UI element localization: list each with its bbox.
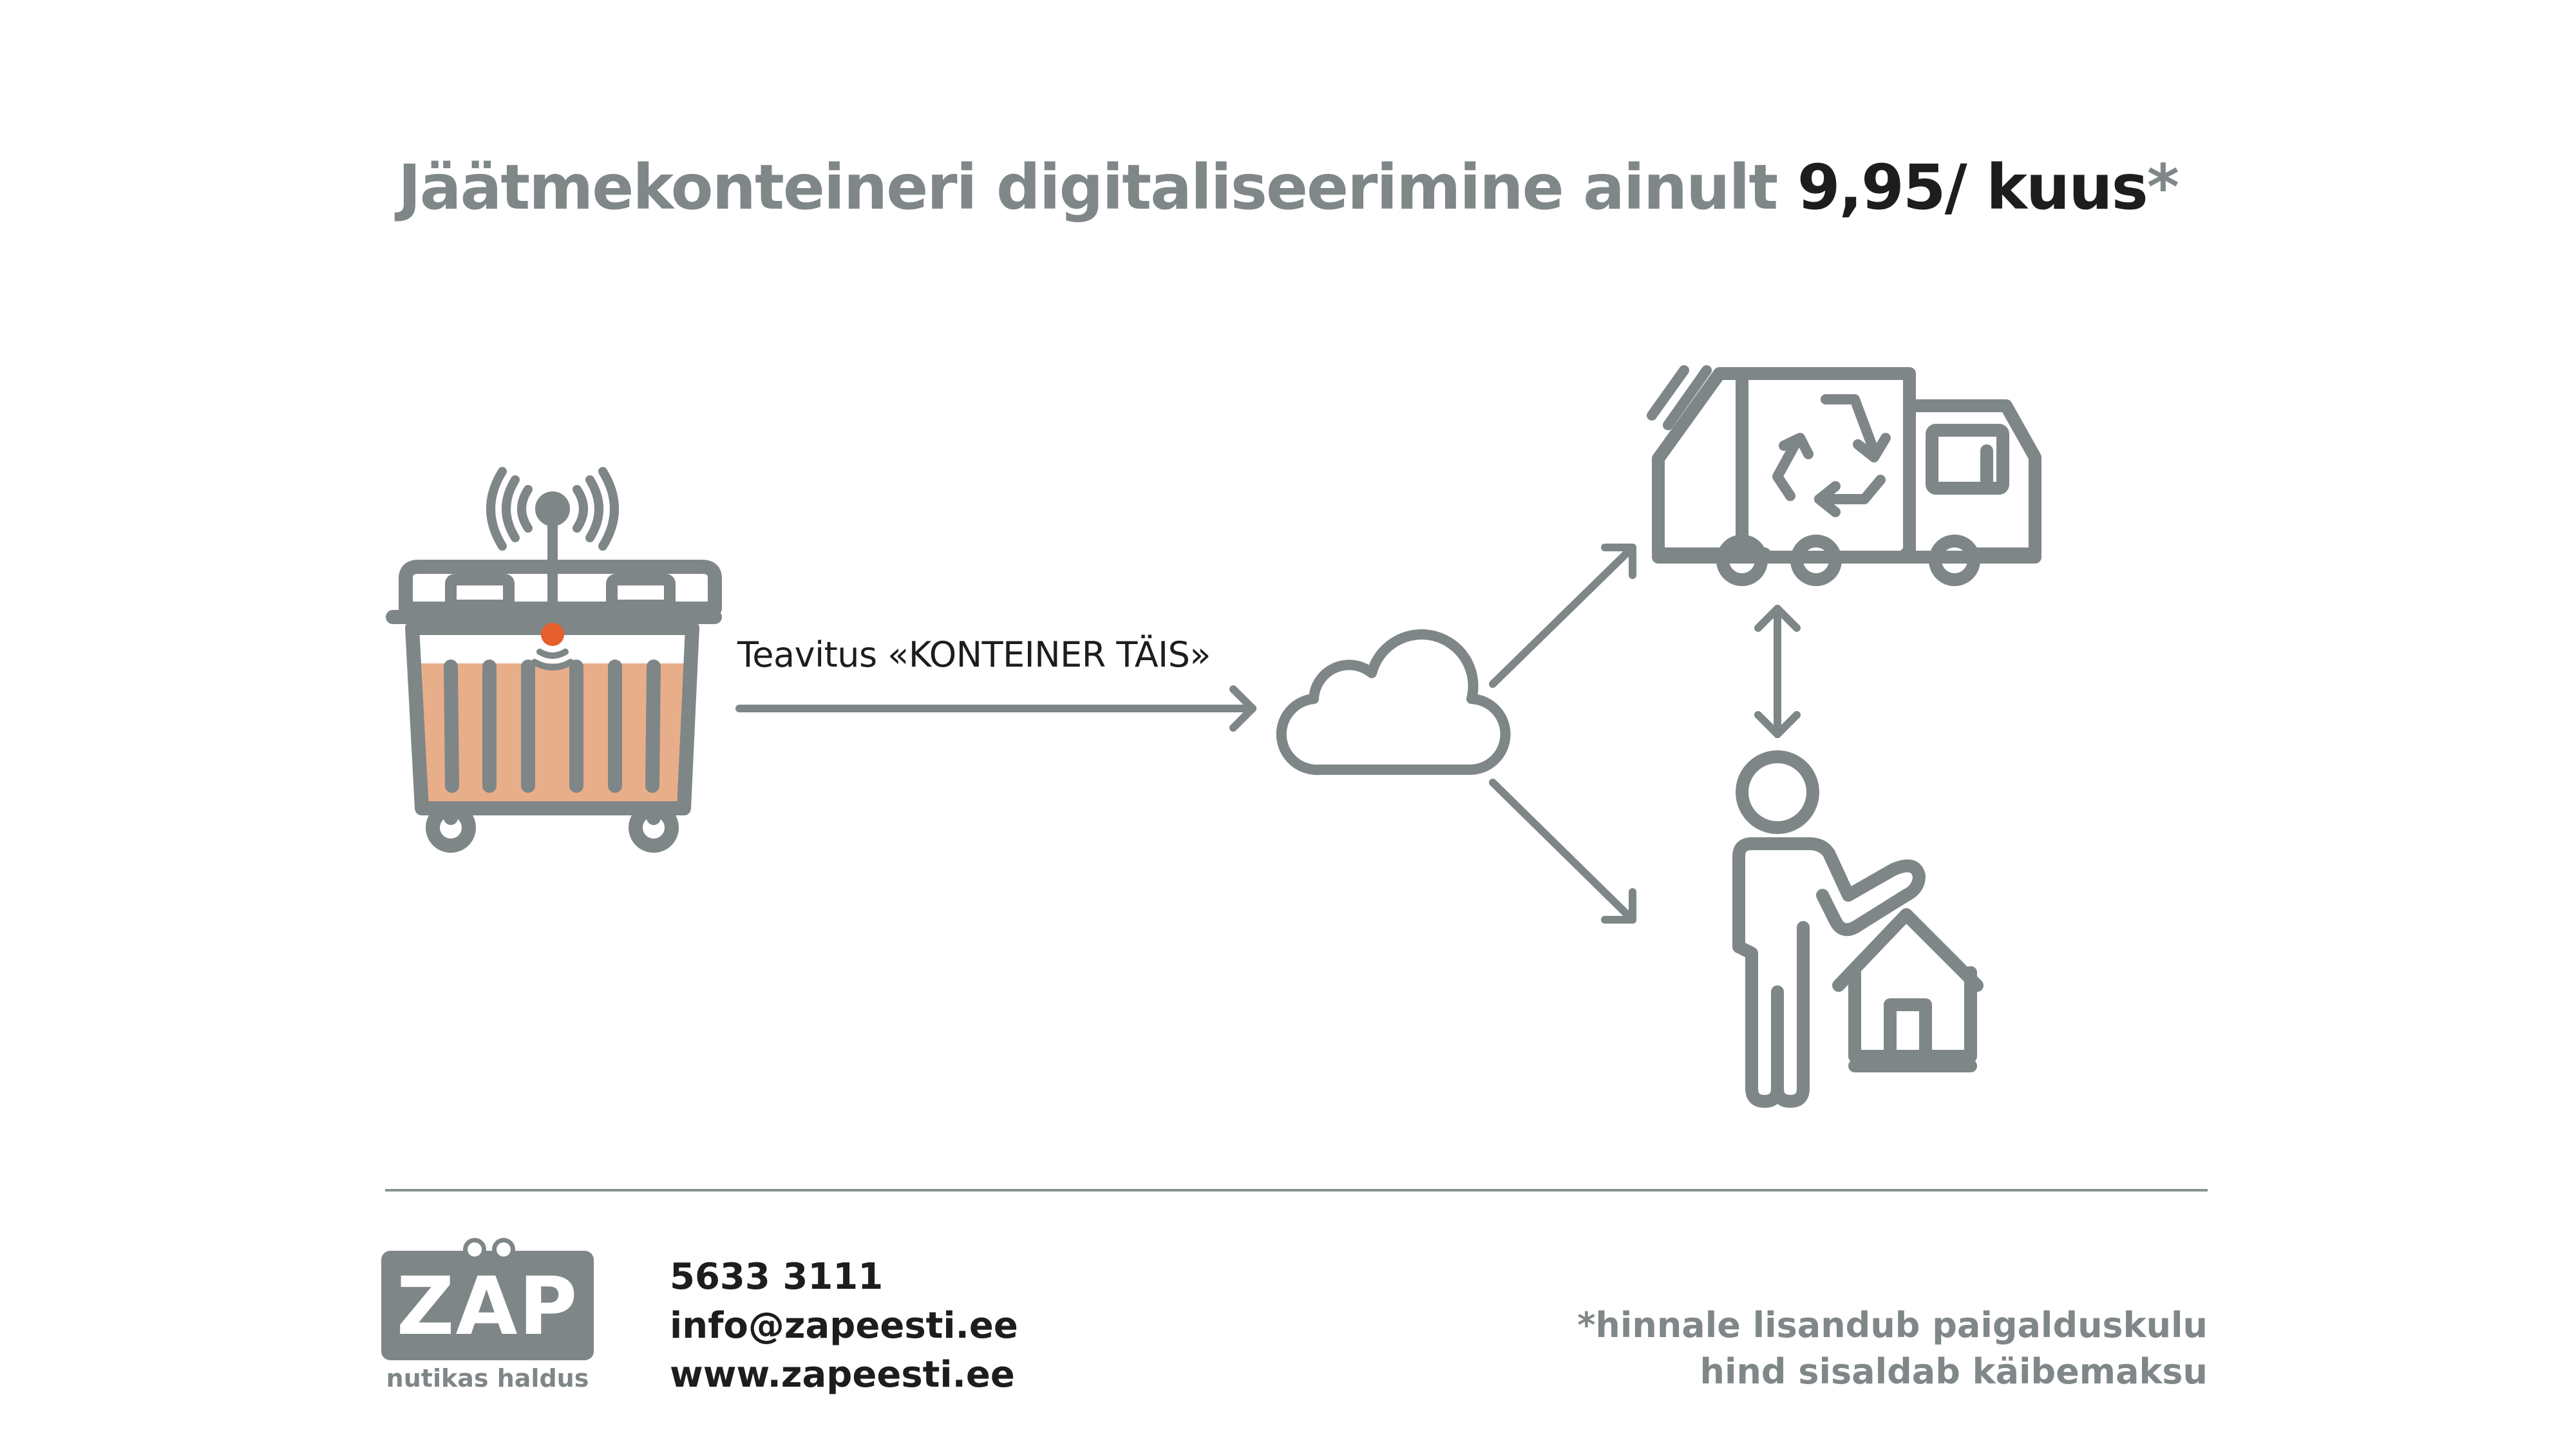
logo-tagline: nutikas haldus [386,1364,589,1392]
contact-info: 5633 3111 info@zapeesti.ee www.zapeesti.… [670,1253,1018,1400]
logo-eye-right [492,1238,515,1261]
logo-word: ZAP [396,1260,579,1353]
footnote-line-2: hind sisaldab käibemaksu [1700,1351,2208,1392]
title-price: 9,95/ kuus [1797,151,2148,223]
title-asterisk: * [2146,151,2179,223]
footnote-line-1: *hinnale lisandub paigalduskulu [1577,1305,2208,1345]
price-footnote: *hinnale lisandub paigalduskulu hind sis… [1577,1302,2208,1395]
arrow-cloud-to-person [1489,779,1636,924]
logo-box [381,1251,594,1360]
contact-website[interactable]: www.zapeesti.ee [670,1354,1015,1396]
bidirectional-arrow [1754,605,1801,738]
person-with-house-icon [1732,750,1984,1108]
contact-email[interactable]: info@zapeesti.ee [670,1305,1018,1347]
contact-phone: 5633 3111 [670,1256,884,1298]
garbage-truck-icon [1647,365,2041,586]
zap-logo: ZAP nutikas haldus [380,1237,599,1398]
page-title: Jäätmekonteineri digitaliseerimine ainul… [0,151,2576,223]
footer-divider [385,1189,2208,1192]
waste-container-icon [386,467,722,853]
sensor-dot [541,623,564,646]
arrow-cloud-to-truck [1489,544,1636,688]
title-main: Jäätmekonteineri digitaliseerimine ainul… [398,151,1797,223]
arrow-container-to-cloud [735,685,1256,732]
notification-label: Teavitus «KONTEINER TÄIS» [737,634,1211,675]
cloud-icon [1276,629,1511,775]
logo-eye-left [463,1238,486,1261]
